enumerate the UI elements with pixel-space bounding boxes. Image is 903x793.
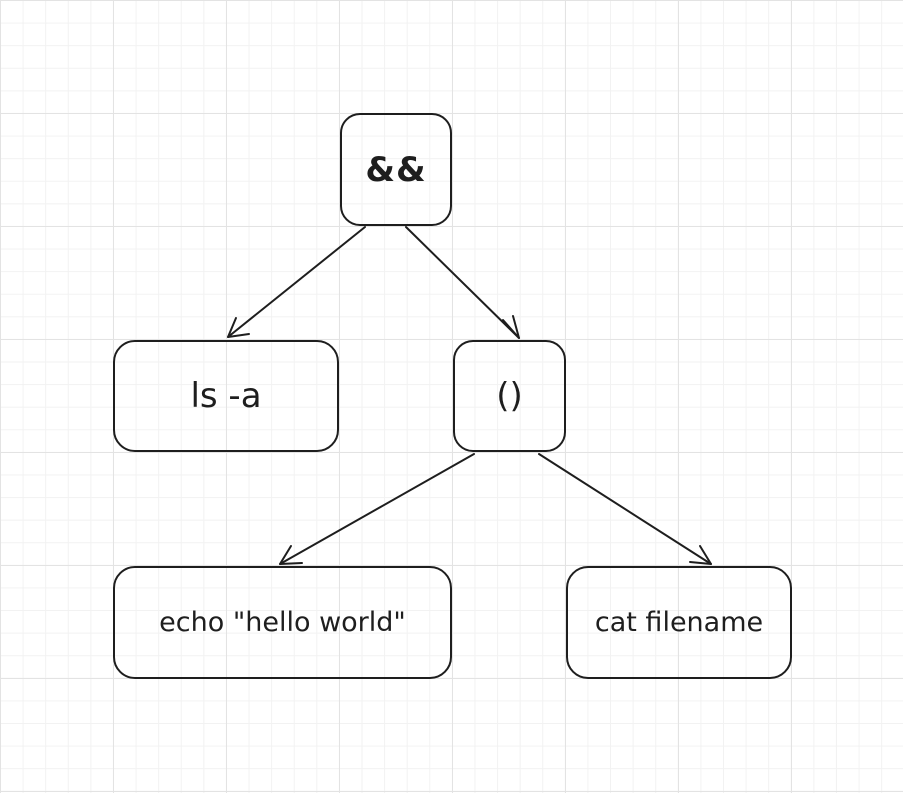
arrowhead-and-to-ls	[227, 317, 250, 338]
edge-and-to-sub	[405, 226, 520, 339]
node-ls-command[interactable]: ls -a	[113, 340, 339, 452]
arrowhead-sub-to-cat	[689, 545, 712, 565]
node-cat-command[interactable]: cat filename	[566, 566, 792, 679]
node-echo-command-label: echo "hello world"	[159, 607, 406, 638]
node-and-operator[interactable]: &&	[340, 113, 452, 226]
node-and-operator-label: &&	[365, 149, 427, 190]
node-subshell[interactable]: ()	[453, 340, 566, 452]
edge-sub-to-cat	[538, 453, 712, 565]
edge-sub-to-echo	[279, 453, 475, 565]
arrowhead-sub-to-echo	[279, 545, 303, 565]
node-cat-command-label: cat filename	[594, 607, 764, 638]
arrowhead-and-to-sub	[502, 315, 520, 339]
edge-and-to-ls	[227, 226, 366, 338]
node-subshell-label: ()	[496, 376, 523, 416]
node-echo-command[interactable]: echo "hello world"	[113, 566, 452, 679]
node-ls-command-label: ls -a	[190, 376, 262, 416]
